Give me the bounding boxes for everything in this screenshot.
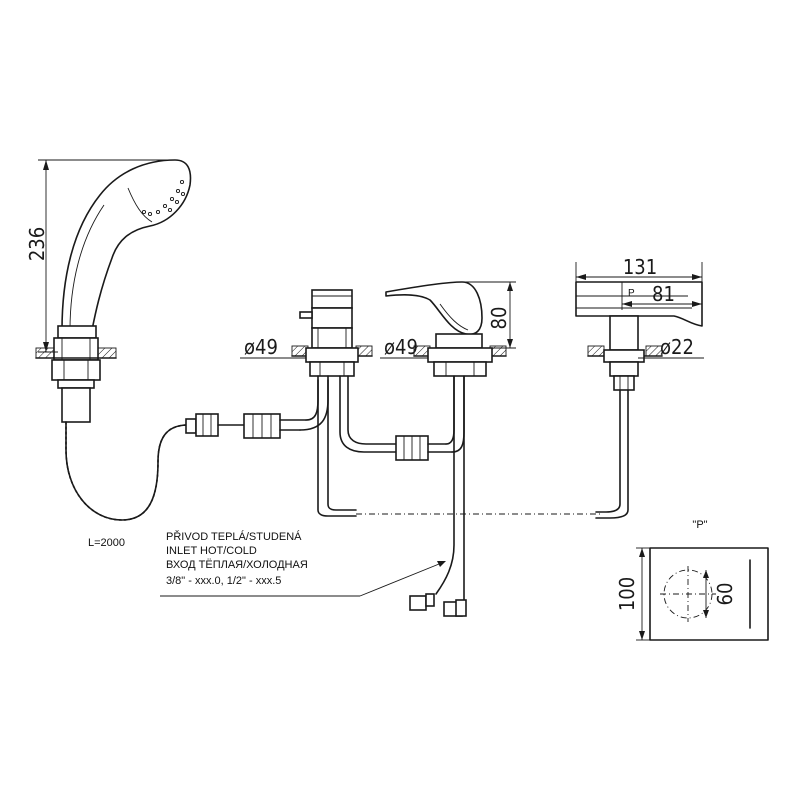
hand-shower [35, 159, 192, 423]
shower-height-label: 236 [25, 227, 49, 261]
bath-spout: ø49 80 [380, 281, 516, 377]
spray-face [141, 179, 186, 217]
inlet-note: PŘIVOD TEPLÁ/STUDENÁ INLET HOT/COLD ВХОД… [160, 530, 446, 597]
diverter-valve: ø49 [240, 289, 397, 517]
inlet-note-ru: ВХОД ТЁПЛАЯ/ХОЛОДНАЯ [166, 559, 308, 571]
inlet-note-codes: 3/8" - xxx.0, 1/2" - xxx.5 [166, 575, 281, 587]
inlet-note-en: INLET HOT/COLD [166, 545, 257, 557]
detail-circle-diameter-label: 60 [713, 583, 737, 606]
detail-title: "P" [692, 519, 707, 531]
lever-offset-label: 81 [652, 282, 675, 306]
inlet-note-cz: PŘIVOD TEPLÁ/STUDENÁ [166, 530, 302, 543]
detail-p-view: "P" 100 60 [615, 519, 769, 641]
diverter-diameter-label: ø49 [244, 335, 278, 359]
spout-height-label: 80 [487, 307, 511, 330]
supply-hoses [409, 375, 467, 617]
dimension-shower-height: 236 [25, 159, 175, 353]
spout-diameter-label: ø49 [384, 335, 418, 359]
lever-total-width-label: 131 [623, 255, 657, 279]
detail-plate [649, 547, 769, 641]
lever-stem-diameter-label: ø22 [660, 335, 694, 359]
lever-handle: 131 P 81 ø22 [575, 255, 704, 519]
detail-plate-height-label: 100 [615, 577, 639, 611]
shower-hose: L=2000 [65, 379, 329, 549]
lever-p-marker: P [628, 288, 635, 299]
hose-length-label: L=2000 [88, 537, 125, 549]
